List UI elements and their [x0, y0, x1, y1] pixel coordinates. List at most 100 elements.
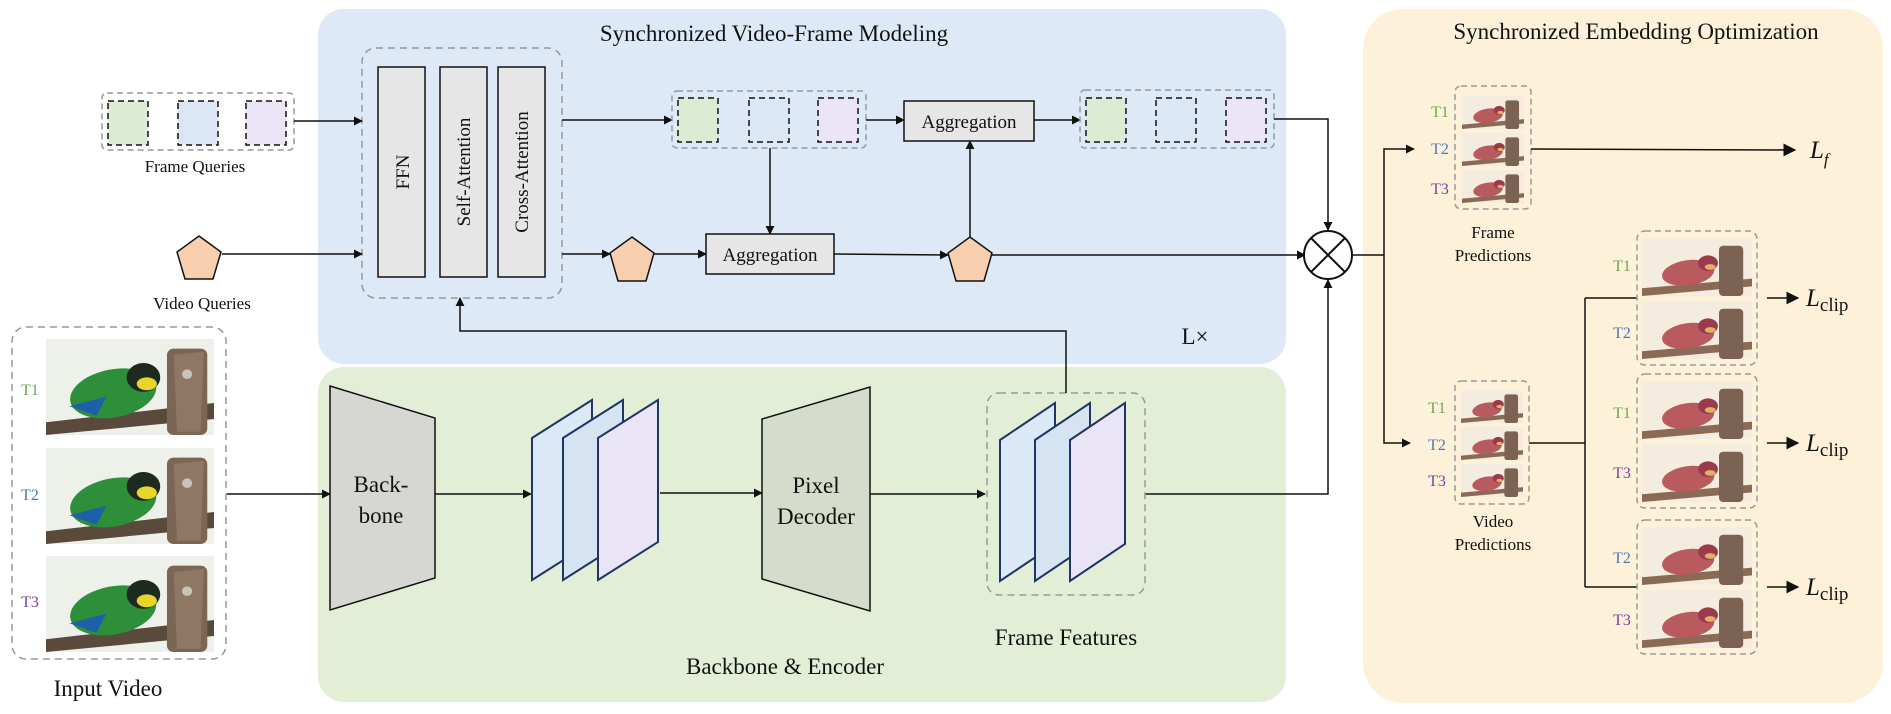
- out-frame-query-t3: [1225, 97, 1267, 143]
- arrow-frame-predictions-to-loss: [1530, 143, 1797, 157]
- arrow-to-frame-predictions: [1383, 144, 1415, 255]
- pixel-decoder-trapezoid: [761, 385, 871, 613]
- clip-pair-2-top: [1642, 381, 1752, 439]
- multiscale-features: [531, 398, 659, 582]
- self-attention-block: [439, 66, 488, 278]
- backbone-label-line1: Back-: [354, 472, 409, 497]
- frame-features-stack: [999, 401, 1126, 583]
- video-predictions-label-line1: Video: [1473, 512, 1514, 531]
- frame-predictions-label-line2: Predictions: [1455, 246, 1532, 265]
- repeat-label: L×: [1181, 324, 1208, 349]
- frame-pred-label-t3: T3: [1431, 181, 1449, 198]
- clip-pair-2-label-top: T1: [1613, 405, 1631, 422]
- clip-pair-2-label-bottom: T3: [1613, 465, 1631, 482]
- frame-query-t2: [177, 100, 219, 146]
- video-predictions-group: [1454, 380, 1530, 505]
- arrow-features-to-mult: [1145, 279, 1333, 495]
- pixel-decoder-label-line1: Pixel: [792, 473, 839, 498]
- backbone-encoder-title: Backbone & Encoder: [686, 654, 884, 679]
- out-frame-query-t2: [1155, 97, 1197, 143]
- decoder-layer-group: [361, 47, 563, 299]
- input-video-label: Input Video: [54, 676, 163, 701]
- loss-frame: Lf: [1809, 137, 1831, 169]
- video-pred-label-t1: T1: [1428, 400, 1446, 417]
- video-query-pentagon: [176, 235, 222, 280]
- clip-pair-3-label-bottom: T3: [1613, 612, 1631, 629]
- loss-clip-3-symbol: L: [1805, 574, 1820, 601]
- arrow-frame-features-to-cross-attention: [455, 297, 1067, 393]
- sync-modeling-title: Synchronized Video-Frame Modeling: [600, 21, 949, 46]
- frame-pred-label-t1: T1: [1431, 104, 1449, 121]
- video-pred-label-t2: T2: [1428, 437, 1446, 454]
- input-label-t3: T3: [21, 594, 39, 611]
- video-pred-label-t3: T3: [1428, 473, 1446, 490]
- self-attention-label: Self-Attention: [454, 117, 475, 226]
- clip-pair-3-group: [1636, 519, 1758, 655]
- loss-clip-1: Lclip: [1805, 285, 1848, 316]
- clip-pair-3-top: [1642, 527, 1752, 585]
- ffn-block: [377, 66, 426, 278]
- mid-frame-query-t3: [817, 97, 859, 143]
- sync-modeling-panel: [318, 9, 1286, 364]
- frame-query-t3: [245, 100, 287, 146]
- input-frame-t1: [46, 339, 214, 435]
- aggregation-2-label: Aggregation: [922, 112, 1017, 133]
- multiply-node: [1303, 230, 1353, 280]
- clip-pair-3-label-top: T2: [1613, 550, 1631, 567]
- sync-embedding-title: Synchronized Embedding Optimization: [1453, 19, 1819, 44]
- clip-pair-3-bottom: [1642, 590, 1752, 648]
- loss-clip-2-subscript: clip: [1820, 440, 1849, 461]
- frame-predictions-label-line1: Frame: [1471, 223, 1514, 242]
- aggregation-block-2: [903, 100, 1035, 142]
- mid-frame-query-t1: [677, 97, 719, 143]
- frame-query-t1: [107, 100, 149, 146]
- mid-video-query-pentagon: [609, 236, 655, 282]
- loss-frame-subscript: f: [1824, 150, 1831, 169]
- video-pred-t1: [1461, 390, 1523, 423]
- video-pred-t3: [1461, 464, 1523, 497]
- out-video-query-pentagon: [947, 236, 993, 282]
- input-frame-t2: [46, 448, 214, 544]
- frame-queries-label: Frame Queries: [145, 157, 246, 176]
- clip-pair-1-top: [1642, 238, 1752, 296]
- clip-pair-2-group: [1636, 373, 1758, 509]
- input-label-t1: T1: [21, 382, 39, 399]
- frame-predictions-group: [1454, 85, 1532, 210]
- frame-pred-t2: [1462, 133, 1524, 166]
- video-predictions-label-line2: Predictions: [1455, 535, 1532, 554]
- input-label-t2: T2: [21, 487, 39, 504]
- backbone-trapezoid: [329, 384, 436, 612]
- arrow-to-video-predictions: [1383, 255, 1411, 448]
- loss-clip-3: Lclip: [1805, 574, 1848, 605]
- mid-frame-query-t2: [748, 97, 790, 143]
- clip-pair-1-label-bottom: T2: [1613, 325, 1631, 342]
- clip-pair-1-group: [1636, 230, 1758, 366]
- loss-clip-3-subscript: clip: [1820, 584, 1849, 605]
- out-frame-query-t1: [1085, 97, 1127, 143]
- cross-attention-label: Cross-Attention: [512, 111, 533, 233]
- loss-clip-1-subscript: clip: [1820, 295, 1849, 316]
- frame-pred-t3: [1462, 170, 1524, 203]
- ffn-label: FFN: [393, 154, 414, 189]
- aggregation-1-label: Aggregation: [723, 245, 818, 266]
- arrow-agg1-to-video-query: [833, 250, 949, 260]
- loss-frame-symbol: L: [1809, 137, 1824, 164]
- backbone-label-line2: bone: [359, 503, 404, 528]
- frame-pred-t1: [1462, 96, 1524, 129]
- video-pred-t2: [1461, 427, 1523, 460]
- loss-clip-2: Lclip: [1805, 430, 1848, 461]
- clip-pair-1-label-top: T1: [1613, 258, 1631, 275]
- pixel-decoder-label-line2: Decoder: [777, 504, 855, 529]
- frame-features-label: Frame Features: [995, 625, 1137, 650]
- input-video-group: [11, 326, 227, 660]
- frame-pred-label-t2: T2: [1431, 141, 1449, 158]
- cross-attention-block: [497, 66, 546, 278]
- clip-pair-2-bottom: [1642, 444, 1752, 502]
- loss-clip-1-symbol: L: [1805, 285, 1820, 312]
- arrow-frame-queries-to-mult: [1274, 118, 1333, 231]
- loss-clip-2-symbol: L: [1805, 430, 1820, 457]
- aggregation-block-1: [705, 233, 835, 275]
- clip-pair-1-bottom: [1642, 301, 1752, 359]
- input-frame-t3: [46, 556, 214, 652]
